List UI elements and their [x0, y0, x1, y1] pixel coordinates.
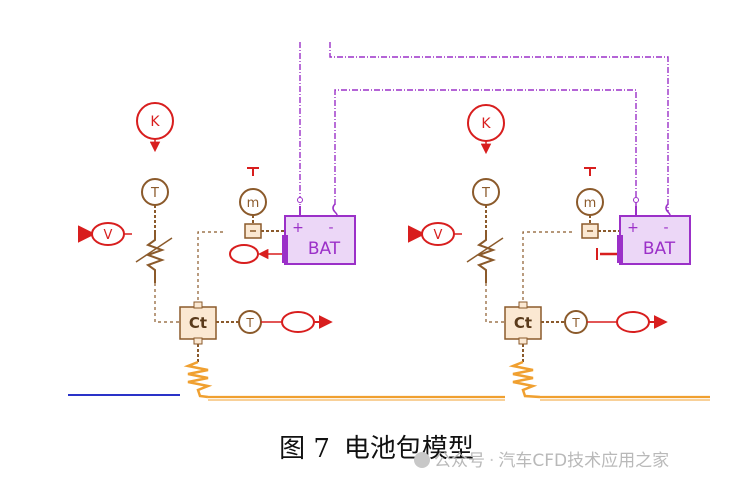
signal-lines-top — [299, 42, 669, 215]
figure-number: 图 7 — [279, 434, 330, 464]
spring-icon — [183, 360, 213, 399]
heat-exchanger — [135, 230, 173, 283]
watermark-separator: · — [489, 451, 495, 471]
temperature-sensor-label: T — [481, 186, 490, 201]
battery-block: BAT + - — [282, 203, 356, 265]
battery-module-right: K T V Ct T — [408, 104, 691, 399]
thermal-mass: m — [239, 167, 285, 239]
battery-minus: - — [663, 220, 668, 236]
k-sensor: K — [467, 104, 505, 155]
thermal-mass-label: m — [584, 196, 597, 211]
battery-label: BAT — [643, 239, 676, 259]
watermark: 公众号·汽车CFD技术应用之家 — [414, 446, 669, 471]
outlet-temperature-label: T — [571, 316, 580, 330]
velocity-source-label: V — [434, 228, 443, 243]
temperature-sensor: T — [472, 178, 500, 228]
battery-module-left: K T V Ct — [78, 102, 356, 399]
watermark-source: 公众号 — [434, 451, 485, 471]
k-sensor-label: K — [481, 116, 491, 132]
figure-caption: 图 7 电池包模型 — [0, 428, 753, 465]
temperature-sensor-label: T — [150, 186, 159, 201]
connector-dot — [297, 197, 303, 203]
velocity-source-label: V — [104, 228, 113, 243]
watermark-name: 汽车CFD技术应用之家 — [498, 451, 670, 471]
battery-block: BAT + - — [617, 203, 691, 265]
figure-title: 电池包模型 — [343, 434, 474, 464]
k-sensor: K — [136, 102, 174, 153]
bat-output — [229, 244, 259, 264]
velocity-source: V — [408, 222, 462, 246]
velocity-source: V — [78, 222, 132, 246]
thermal-mass: m — [576, 167, 620, 239]
temperature-sensor: T — [141, 178, 169, 228]
outlet-temperature-sensor: T — [564, 310, 668, 334]
controller-box: Ct — [179, 301, 240, 362]
battery-minus: - — [328, 220, 333, 236]
k-sensor-label: K — [150, 114, 160, 130]
battery-plus: + — [292, 220, 304, 236]
controller-label: Ct — [514, 314, 532, 332]
spring-icon — [508, 360, 541, 399]
battery-plus: + — [627, 220, 639, 236]
controller-box: Ct — [504, 301, 565, 362]
thermal-mass-label: m — [247, 196, 260, 211]
coolant-line — [68, 394, 710, 401]
outlet-temperature-label: T — [245, 316, 254, 330]
controller-label: Ct — [189, 314, 207, 332]
outlet-temperature-sensor: T — [238, 310, 333, 334]
battery-label: BAT — [308, 239, 341, 259]
wechat-logo-icon — [414, 452, 430, 468]
heat-exchanger — [466, 230, 504, 283]
connector-dot — [633, 197, 639, 203]
